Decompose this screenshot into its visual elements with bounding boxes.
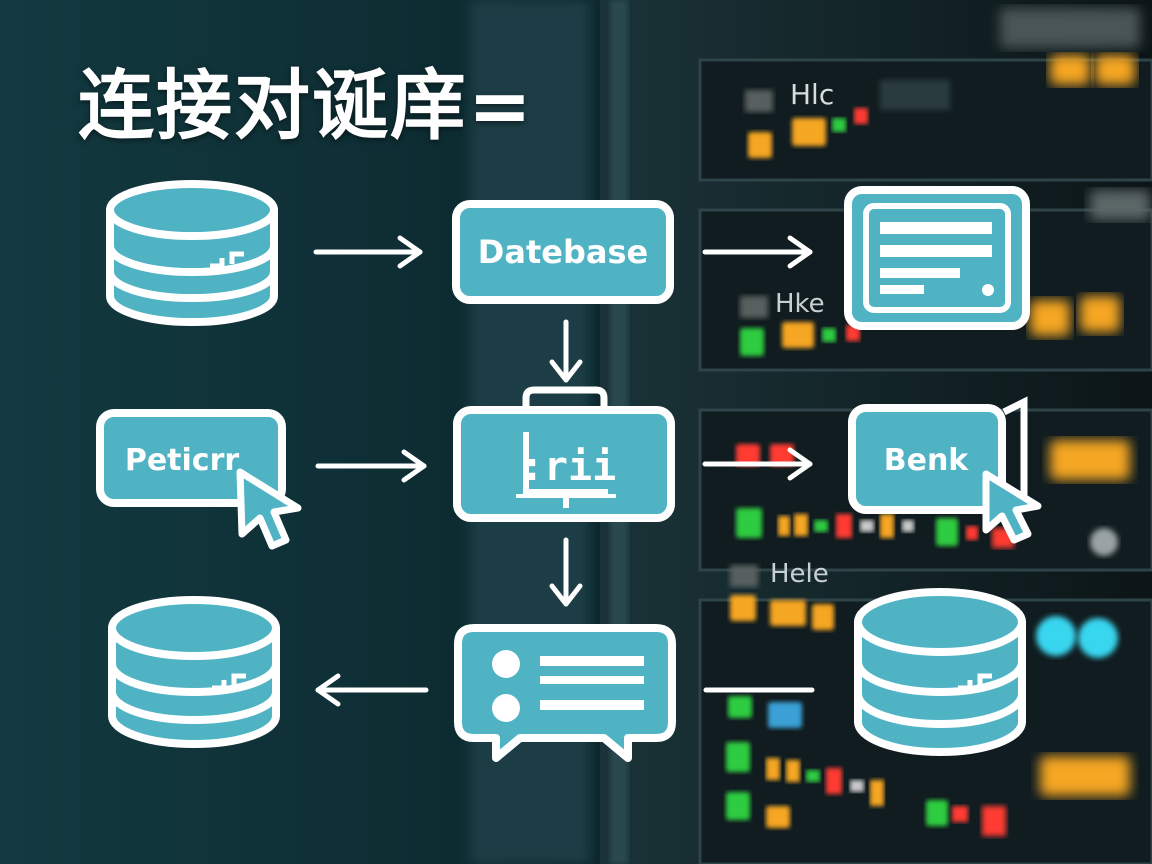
screen-icon-top-right bbox=[844, 186, 1030, 330]
arrow-messages-to-db bbox=[315, 673, 429, 707]
rack-label-2: Hke bbox=[775, 289, 825, 319]
rack-label-1: Hlc bbox=[790, 78, 834, 111]
rack-label-3: Hele bbox=[770, 559, 829, 589]
arrow-db-to-datebase bbox=[313, 235, 423, 269]
status-lights bbox=[726, 8, 1150, 836]
benk-label: Benk bbox=[884, 443, 970, 478]
chart-glyph: :rii bbox=[520, 444, 616, 490]
database-icon-bottom-right bbox=[854, 588, 1026, 756]
arrow-datebase-to-chart bbox=[549, 319, 583, 383]
arrow-datebase-to-screen bbox=[702, 235, 813, 269]
page-title: 连接对诞庠= bbox=[78, 61, 534, 150]
peticrr-label: Peticrr bbox=[125, 443, 240, 478]
database-icon-top-left bbox=[106, 180, 278, 326]
arrow-chart-to-messages bbox=[549, 537, 583, 607]
cursor-icon-right bbox=[982, 470, 1042, 544]
cursor-icon-left bbox=[236, 468, 302, 550]
database-icon-bottom-left bbox=[108, 596, 280, 748]
message-list-node bbox=[454, 624, 676, 762]
peticrr-node: Peticrr bbox=[96, 409, 286, 507]
chart-panel-node: :rii bbox=[453, 386, 675, 522]
arrow-peticrr-to-chart bbox=[315, 449, 427, 483]
datebase-label: Datebase bbox=[478, 233, 648, 271]
datebase-node: Datebase bbox=[452, 200, 674, 304]
arrow-chart-to-benk bbox=[702, 447, 813, 481]
benk-node: Benk bbox=[848, 396, 1028, 514]
